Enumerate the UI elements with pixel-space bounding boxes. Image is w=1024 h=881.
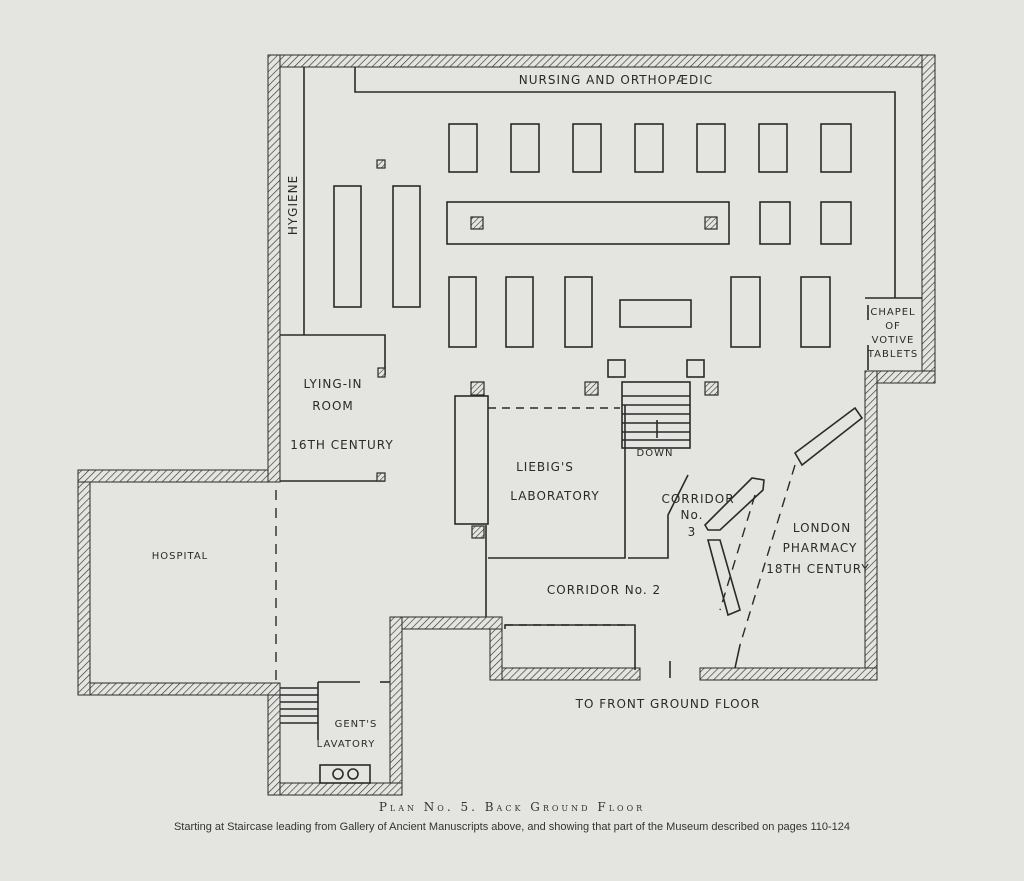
label-front-ground-floor: TO FRONT GROUND FLOOR — [575, 697, 761, 711]
label-chapel-2: OF — [885, 321, 901, 332]
label-hygiene: HYGIENE — [286, 175, 300, 235]
label-corridor3-1: CORRIDOR — [661, 492, 734, 506]
main-staircase[interactable] — [621, 381, 691, 449]
label-gents-1: GENT'S — [335, 719, 378, 730]
interior-walls — [275, 67, 922, 784]
label-london-2: PHARMACY — [783, 541, 858, 555]
label-lying-in-1: LYING-IN — [303, 377, 362, 391]
label-corridor3-2: No. — [681, 508, 704, 522]
label-gents-2: LAVATORY — [317, 739, 376, 750]
label-liebig-1: LIEBIG'S — [516, 460, 574, 474]
label-down: DOWN — [637, 448, 674, 459]
label-corridor3-3: 3 — [688, 525, 697, 539]
label-lying-in-3: 16TH CENTURY — [290, 438, 393, 452]
label-chapel-4: TABLETS — [867, 349, 918, 360]
label-london-3: 18TH CENTURY — [766, 562, 869, 576]
plan-caption-subtitle: Starting at Staircase leading from Galle… — [173, 821, 851, 833]
plan-caption-title: Plan No. 5. Back Ground Floor — [378, 800, 646, 814]
room-labels: NURSING AND ORTHOPÆDIC HYGIENE CHAPEL OF… — [152, 73, 918, 750]
label-london-1: LONDON — [793, 521, 851, 535]
label-hospital: HOSPITAL — [152, 551, 208, 562]
pillars — [376, 159, 719, 539]
outer-walls — [77, 54, 936, 796]
display-cases — [333, 123, 864, 617]
label-nursing: NURSING AND ORTHOPÆDIC — [519, 73, 713, 87]
staircase-gents — [280, 687, 318, 724]
route-arrows — [669, 464, 796, 678]
label-lying-in-2: ROOM — [312, 399, 354, 413]
label-corridor2: CORRIDOR No. 2 — [547, 583, 661, 597]
label-liebig-2: LABORATORY — [510, 489, 599, 503]
label-chapel-3: VOTIVE — [872, 335, 915, 346]
label-chapel-1: CHAPEL — [870, 307, 915, 318]
